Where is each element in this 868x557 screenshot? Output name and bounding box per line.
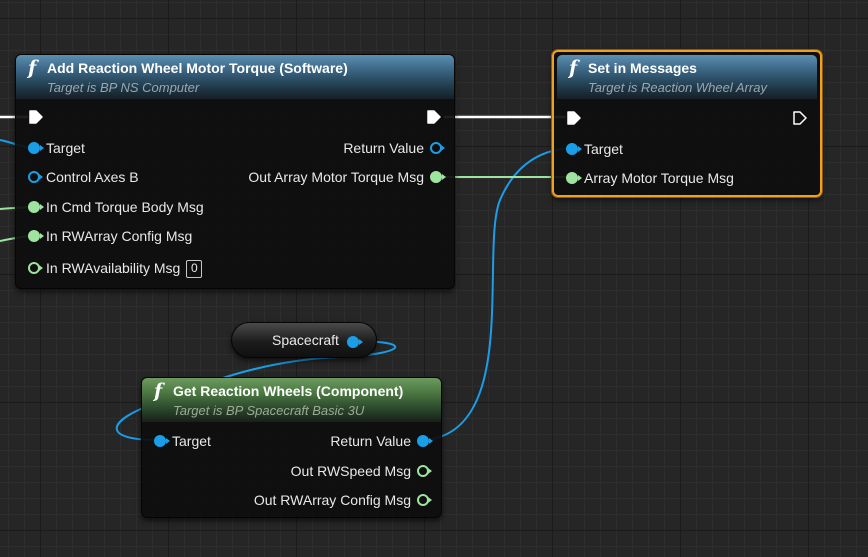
exec-pin-icon[interactable]	[793, 111, 807, 125]
object-pin-icon[interactable]	[430, 142, 445, 155]
node-header[interactable]: f Add Reaction Wheel Motor Torque (Softw…	[16, 55, 454, 99]
object-pin-icon[interactable]	[417, 435, 433, 448]
pin-control-axes-b[interactable]: Control Axes B	[28, 167, 139, 187]
node-subtitle: Target is BP Spacecraft Basic 3U	[173, 403, 365, 418]
pin-in-rwarray-config-msg[interactable]: In RWArray Config Msg	[28, 226, 192, 246]
pin-label: Return Value	[343, 140, 424, 156]
pin-target[interactable]: Target	[154, 431, 211, 451]
object-pin-icon[interactable]	[347, 336, 363, 348]
node-set-in-messages[interactable]: f Set in Messages Target is Reaction Whe…	[552, 50, 822, 197]
pin-label: Array Motor Torque Msg	[584, 170, 734, 186]
pin-out-rwarray-config-msg[interactable]: Out RWArray Config Msg	[253, 490, 432, 510]
pin-label: Target	[46, 140, 85, 156]
pin-label: Out RWArray Config Msg	[253, 492, 411, 508]
node-title: Add Reaction Wheel Motor Torque (Softwar…	[47, 60, 348, 76]
pin-label: Target	[584, 141, 623, 157]
availability-value-box[interactable]: 0	[186, 260, 203, 279]
pin-in-cmd-torque-body-msg[interactable]: In Cmd Torque Body Msg	[28, 197, 204, 217]
node-title: Set in Messages	[588, 60, 697, 76]
pin-label: Control Axes B	[46, 169, 139, 185]
struct-pin-icon[interactable]	[28, 230, 44, 243]
struct-pin-icon[interactable]	[417, 494, 432, 507]
pin-out-array-motor-torque-msg[interactable]: Out Array Motor Torque Msg	[248, 167, 446, 187]
node-title: Get Reaction Wheels (Component)	[173, 383, 404, 399]
struct-pin-icon[interactable]	[28, 201, 44, 214]
pin-array-motor-torque-msg[interactable]: Array Motor Torque Msg	[566, 168, 734, 188]
pin-label: Target	[172, 433, 211, 449]
pin-label: Out RWSpeed Msg	[290, 463, 411, 479]
struct-pin-icon[interactable]	[430, 171, 446, 184]
node-header[interactable]: f Set in Messages Target is Reaction Whe…	[557, 55, 817, 99]
pin-label: Return Value	[330, 433, 411, 449]
pin-out-rwspeed-msg[interactable]: Out RWSpeed Msg	[290, 461, 432, 481]
function-icon: f	[154, 380, 163, 402]
object-pin-icon[interactable]	[566, 143, 582, 156]
exec-pin-icon[interactable]	[427, 110, 441, 124]
pin-return-value[interactable]: Return Value	[343, 138, 445, 158]
struct-pin-icon[interactable]	[28, 262, 43, 275]
object-pin-icon[interactable]	[154, 435, 170, 448]
function-icon: f	[569, 57, 578, 79]
node-subtitle: Target is Reaction Wheel Array	[588, 80, 767, 95]
pin-in-rwavailability-msg[interactable]: In RWAvailability Msg 0	[28, 258, 203, 279]
exec-pin-icon[interactable]	[567, 111, 581, 125]
variable-label: Spacecraft	[272, 332, 339, 348]
object-pin-icon[interactable]	[28, 142, 44, 155]
struct-pin-icon[interactable]	[566, 172, 582, 185]
node-add-reaction-wheel-motor-torque[interactable]: f Add Reaction Wheel Motor Torque (Softw…	[15, 54, 455, 289]
pin-target[interactable]: Target	[28, 138, 85, 158]
exec-pin-icon[interactable]	[29, 110, 43, 124]
object-pin-icon[interactable]	[28, 171, 43, 184]
node-header[interactable]: f Get Reaction Wheels (Component) Target…	[142, 378, 441, 422]
pin-label: In RWAvailability Msg	[46, 260, 181, 276]
pin-return-value[interactable]: Return Value	[330, 431, 433, 451]
pin-label: In RWArray Config Msg	[46, 228, 193, 244]
pin-target[interactable]: Target	[566, 139, 623, 159]
function-icon: f	[28, 57, 37, 79]
node-get-reaction-wheels[interactable]: f Get Reaction Wheels (Component) Target…	[141, 377, 442, 518]
pin-label: Out Array Motor Torque Msg	[248, 169, 424, 185]
pin-label: In Cmd Torque Body Msg	[46, 199, 204, 215]
node-subtitle: Target is BP NS Computer	[47, 80, 200, 95]
variable-node-spacecraft[interactable]: Spacecraft	[231, 322, 377, 358]
struct-pin-icon[interactable]	[417, 465, 432, 478]
